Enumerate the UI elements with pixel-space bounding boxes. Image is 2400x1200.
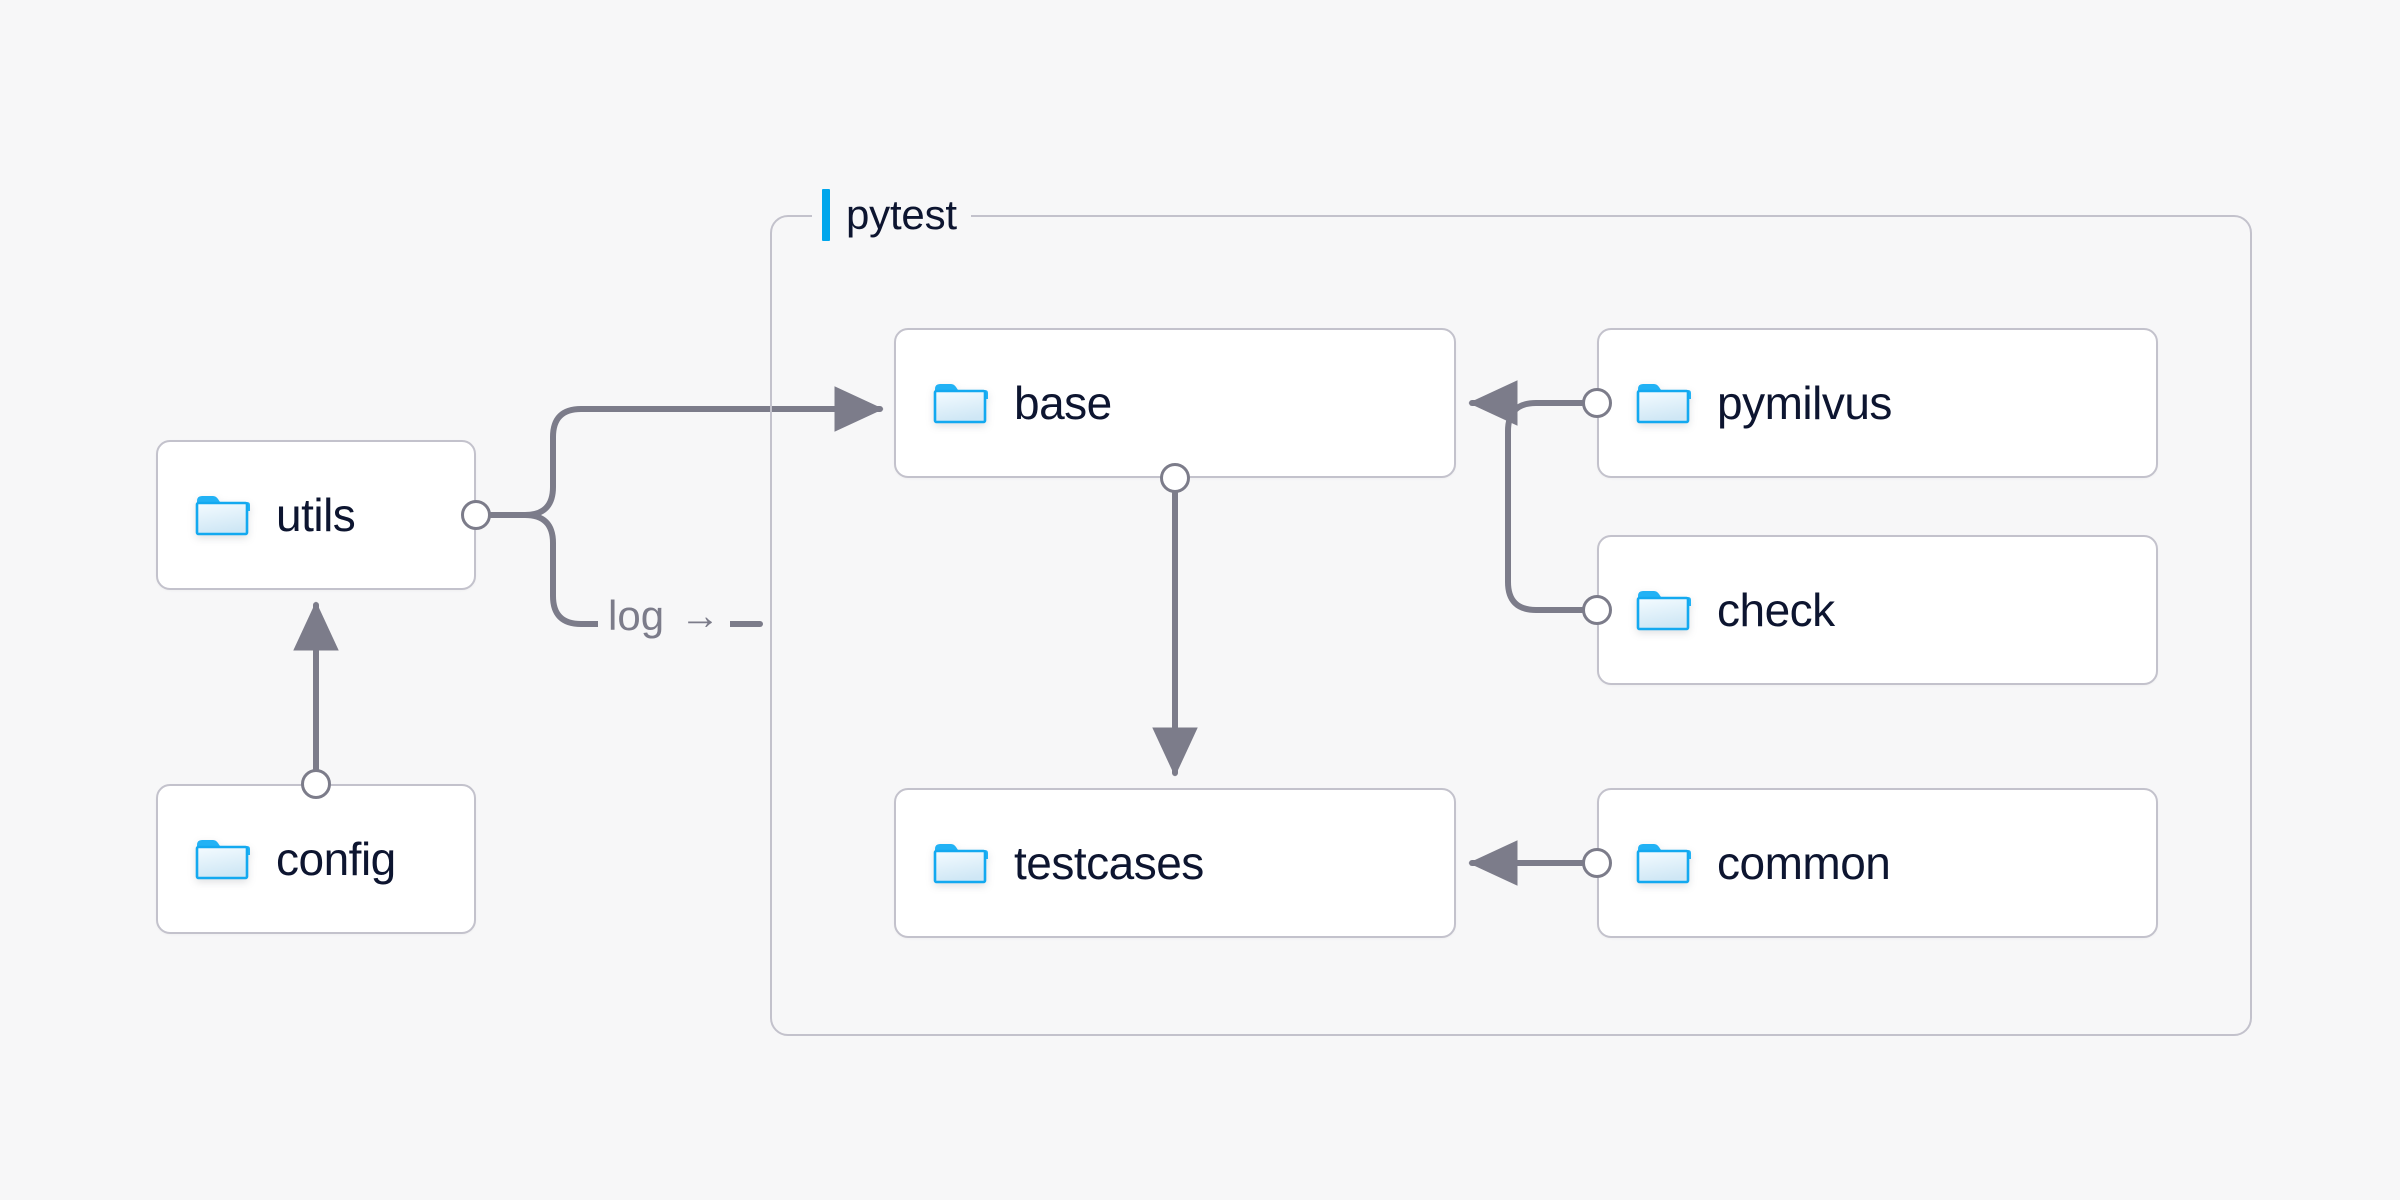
node-pymilvus-label: pymilvus (1717, 377, 1892, 429)
folder-icon (1636, 384, 1691, 424)
node-base-content: base (896, 380, 1112, 426)
folder-icon (933, 844, 988, 884)
edge-label-log[interactable]: log → (598, 592, 731, 639)
edge-utils-to-log (522, 512, 603, 627)
port-config-top[interactable] (301, 769, 331, 799)
node-utils-content: utils (158, 489, 356, 541)
port-common-left[interactable] (1582, 848, 1612, 878)
folder-icon (195, 840, 250, 880)
folder-icon (1636, 591, 1691, 631)
node-testcases-label: testcases (1014, 837, 1204, 889)
node-common-content: common (1599, 837, 1891, 889)
group-label-pytest[interactable]: pytest (812, 186, 971, 244)
folder-icon (1636, 844, 1691, 884)
node-config-label: config (276, 833, 396, 885)
node-pymilvus[interactable]: pymilvus (1597, 328, 2158, 478)
node-common-label: common (1717, 837, 1891, 889)
node-check-content: check (1599, 587, 1835, 633)
node-base[interactable]: base (894, 328, 1456, 478)
node-pymilvus-content: pymilvus (1599, 380, 1892, 426)
folder-icon (195, 496, 250, 536)
edge-pymilvus-to-base (1505, 400, 1585, 613)
node-common[interactable]: common (1597, 788, 2158, 938)
edge-utils-to-base (522, 386, 884, 518)
group-label-text: pytest (846, 191, 957, 238)
node-config-content: config (158, 836, 396, 882)
node-base-label: base (1014, 377, 1112, 429)
port-check-left[interactable] (1582, 595, 1612, 625)
arrow-right-icon: → (680, 594, 721, 638)
node-check-label: check (1717, 584, 1835, 636)
node-testcases[interactable]: testcases (894, 788, 1456, 938)
node-check[interactable]: check (1597, 535, 2158, 685)
node-config[interactable]: config (156, 784, 476, 934)
group-accent-bar (822, 189, 830, 241)
node-utils-label: utils (276, 489, 356, 541)
folder-icon (933, 384, 988, 424)
port-pymilvus-left[interactable] (1582, 388, 1612, 418)
port-utils-right[interactable] (461, 500, 491, 530)
port-base-bottom[interactable] (1160, 463, 1190, 493)
node-testcases-content: testcases (896, 840, 1204, 886)
node-utils[interactable]: utils (156, 440, 476, 590)
edge-label-log-text: log (608, 592, 665, 639)
